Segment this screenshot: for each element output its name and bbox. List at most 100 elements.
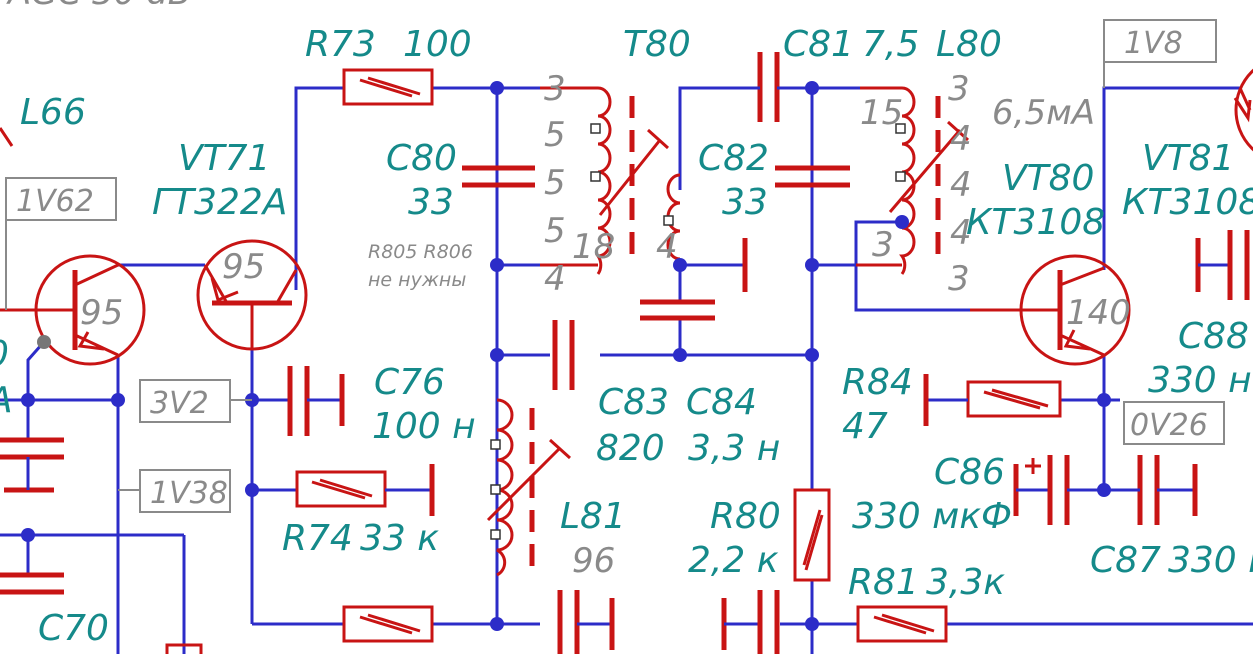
resistor-r80: [793, 488, 831, 582]
label-top-cut: AGC 30 dB: [6, 0, 191, 13]
winding-t80-d: 5: [544, 211, 566, 251]
note-line-1: R805 R806: [368, 241, 473, 263]
label-c70: C70: [38, 608, 109, 649]
label-vt71-type: ГТ322А: [152, 182, 287, 223]
label-c86: C86: [934, 452, 1005, 493]
winding-l80-d: 4: [950, 213, 972, 253]
label-c87: C87: [1090, 540, 1161, 581]
capacitor-c83: [552, 320, 575, 390]
capacitor-c86: [1013, 455, 1104, 525]
transistor-vt81: [1233, 68, 1253, 152]
label-r80-value: 2,2 к: [688, 540, 779, 581]
label-r84-value: 47: [842, 406, 888, 447]
transistor-vt71: [196, 239, 308, 351]
voltage-1v8: 1V8: [1124, 26, 1183, 61]
label-c81: C81: [783, 24, 854, 65]
label-vt81: VT81: [1142, 138, 1234, 179]
label-c83-value: 820: [596, 428, 665, 469]
label-left-transistor-pin: 95: [80, 293, 123, 333]
capacitor-c88: [1195, 230, 1250, 300]
winding-l80-c: 4: [950, 165, 972, 205]
capacitor-c76: [287, 366, 345, 436]
components: [0, 52, 1253, 654]
voltage-1v38: 1V38: [150, 476, 228, 511]
inductor-l81: [486, 398, 572, 577]
label-c87-value: 330 н: [1168, 540, 1253, 581]
label-vt71: VT71: [178, 138, 270, 179]
note-line-2: не нужны: [368, 269, 466, 291]
label-r73: R73: [305, 24, 376, 65]
winding-l80-a: 3: [948, 69, 970, 109]
voltage-box-1v38: 1V38: [118, 469, 231, 513]
label-r80: R80: [710, 496, 781, 537]
resistor-r81: [856, 605, 948, 643]
label-edge-a: А: [0, 380, 13, 421]
label-l66: L66: [20, 92, 86, 133]
voltage-box-3v2: 3V2: [139, 379, 252, 423]
label-c88: C88: [1178, 316, 1249, 357]
capacitor-left-1: [0, 437, 64, 493]
voltage-box-1v8: 1V8: [1103, 19, 1217, 88]
junction-gray: [37, 335, 51, 349]
voltage-1v62: 1V62: [16, 184, 94, 219]
transistor-left: [0, 254, 146, 366]
winding-l80-e: 3: [948, 259, 970, 299]
label-vt80-pin: 140: [1066, 293, 1131, 333]
label-c88-value: 330 н: [1148, 360, 1252, 401]
label-c80-value: 33: [408, 182, 454, 223]
winding-t80-sec1: 18: [572, 227, 615, 267]
voltage-box-0v26: 0V26: [1123, 401, 1225, 445]
label-vt80: VT80: [1002, 158, 1094, 199]
label-r81: R81: [848, 562, 919, 603]
resistor-r74: [295, 464, 435, 516]
capacitor-c81: [735, 52, 800, 122]
label-l80: L80: [936, 24, 1002, 65]
voltage-box-1v62: 1V62: [5, 177, 117, 310]
resistor-stub: [165, 643, 203, 654]
label-r81-value: 3,3к: [926, 562, 1005, 603]
label-l81: L81: [560, 496, 626, 537]
label-c76-value: 100 н: [372, 406, 476, 447]
l66-arrow: [0, 127, 14, 147]
label-edge-0: 0: [0, 334, 9, 375]
label-l81-value: 96: [572, 541, 615, 581]
winding-t80-b: 5: [544, 115, 566, 155]
label-r74: R74: [282, 518, 353, 559]
label-vt71-pin: 95: [222, 247, 265, 287]
winding-l80-b: 4: [950, 119, 972, 159]
capacitor-bottom-2: [721, 590, 780, 654]
label-r74-value: 33 к: [360, 518, 439, 559]
label-c76: C76: [374, 362, 445, 403]
voltage-3v2: 3V2: [150, 386, 209, 421]
label-c83: C83: [598, 382, 669, 423]
component-labels: L66 VT71 ГТ322А R73 100 T80 C80 33 C81 7…: [0, 24, 1253, 649]
capacitor-c87: [1120, 455, 1198, 525]
label-c82: C82: [698, 138, 769, 179]
annotations: AGC 30 dB 6,5мА 95 95 140 R805 R806 не н…: [6, 0, 1131, 581]
label-c82-value: 33: [722, 182, 768, 223]
winding-l80-g: 3: [872, 225, 894, 265]
junctions: [21, 81, 1111, 631]
capacitor-t80-secondary: [640, 299, 715, 321]
label-vt81-type: КТ3108: [1122, 182, 1253, 223]
label-c84-value: 3,3 н: [688, 428, 780, 469]
capacitor-bottom-1: [557, 590, 615, 654]
label-c80: C80: [386, 138, 457, 179]
transformer-t80: [540, 86, 681, 275]
resistor-r84: [923, 374, 1062, 426]
label-vt80-type: КТ3108: [966, 202, 1105, 243]
winding-t80-c: 5: [544, 163, 566, 203]
label-c86-value: 330 мкФ: [852, 496, 1012, 537]
label-c81-value: 7,5: [862, 24, 919, 65]
transistor-vt80: [970, 254, 1131, 366]
resistor-bottom: [342, 605, 434, 643]
inductor-l80: [856, 86, 970, 275]
capacitor-c70: [0, 572, 64, 595]
label-c84: C84: [686, 382, 757, 423]
resistor-r73: [342, 68, 434, 106]
label-current: 6,5мА: [992, 93, 1095, 133]
capacitor-c80: [462, 165, 535, 188]
voltage-0v26: 0V26: [1130, 408, 1208, 443]
label-r73-value: 100: [403, 24, 472, 65]
